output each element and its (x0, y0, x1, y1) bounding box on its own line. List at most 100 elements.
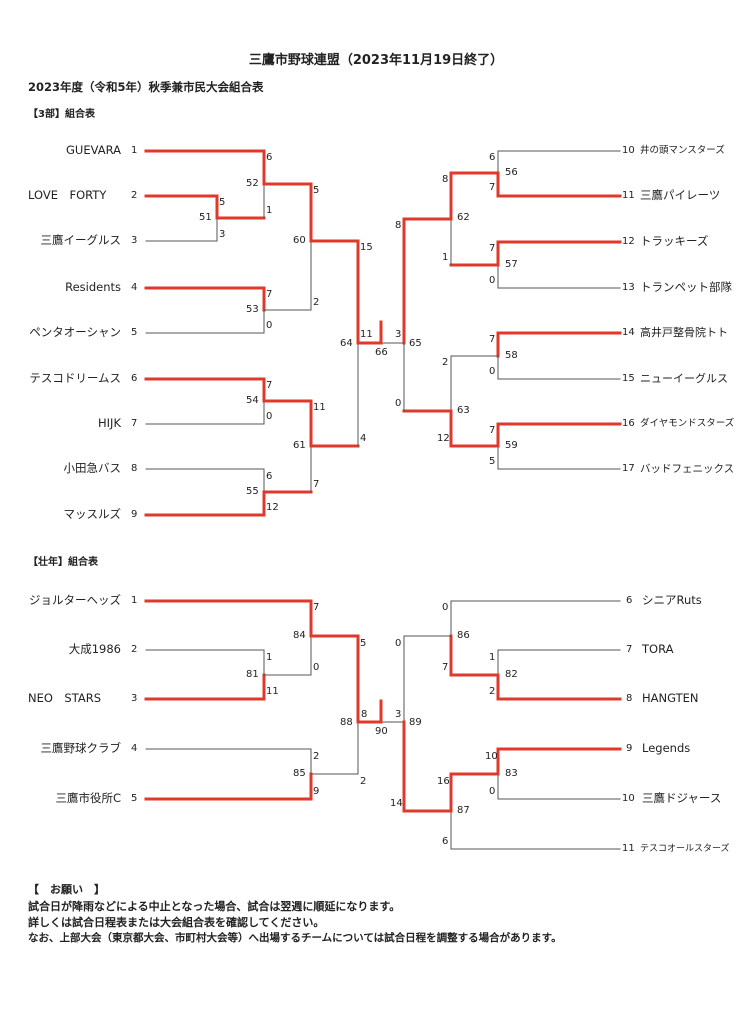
team-name: トランペット部隊 (640, 280, 732, 294)
team-seed: 9 (626, 743, 633, 754)
match-number: 53 (246, 304, 259, 315)
match-number: 52 (246, 178, 259, 189)
team-seed: 8 (131, 463, 138, 474)
team-name: HIJK (98, 416, 121, 430)
team-seed: 5 (131, 793, 138, 804)
score: 0 (489, 275, 496, 286)
match-number: 83 (505, 768, 518, 779)
team-seed: 11 (622, 843, 635, 854)
score: 15 (360, 242, 373, 253)
score: 7 (489, 182, 496, 193)
match-number: 61 (293, 440, 306, 451)
team-seed: 10 (622, 145, 635, 156)
team-name: GUEVARA (66, 143, 121, 157)
team-seed: 10 (622, 793, 635, 804)
team-name: Legends (642, 741, 691, 755)
score: 1 (489, 652, 496, 663)
match-number: 65 (409, 338, 422, 349)
score: 6 (266, 152, 273, 163)
team-seed: 7 (131, 418, 138, 429)
score: 14 (390, 798, 403, 809)
team-name: ニューイーグルス (640, 372, 728, 385)
score: 2 (313, 751, 320, 762)
team-name: テスコドリームス (29, 371, 121, 385)
score: 0 (489, 786, 496, 797)
notice-line: 試合日が降雨などによる中止となった場合、試合は翌週に順延になります。 (28, 900, 401, 913)
team-seed: 17 (622, 463, 635, 474)
team-name: 三鷹ドジャース (642, 791, 722, 805)
score: 1 (266, 652, 273, 663)
score: 7 (313, 602, 320, 613)
team-seed: 2 (131, 644, 138, 655)
match-number: 58 (505, 350, 518, 361)
score: 2 (489, 686, 496, 697)
team-name: 三鷹市役所C (55, 791, 121, 805)
team-name: Residents (65, 280, 121, 294)
score: 3 (395, 329, 402, 340)
score: 2 (360, 776, 367, 787)
team-seed: 15 (622, 373, 635, 384)
score: 3 (395, 709, 402, 720)
team-seed: 11 (622, 190, 635, 201)
team-seed: 7 (626, 644, 633, 655)
tournament-subtitle: 2023年度（令和5年）秋季兼市民大会組合表 (28, 80, 264, 94)
team-name: バッドフェニックス (640, 463, 735, 475)
match-number: 64 (340, 338, 353, 349)
team-name: 三鷹パイレーツ (640, 188, 721, 202)
team-name: テスコオールスターズ (640, 844, 730, 854)
match-number: 84 (293, 630, 306, 641)
score: 9 (313, 786, 320, 797)
score: 1 (266, 205, 273, 216)
notice-line: 詳しくは試合日程表または大会組合表を確認してください。 (28, 916, 325, 929)
score: 7 (442, 662, 449, 673)
team-seed: 6 (626, 595, 633, 606)
score: 11 (313, 402, 326, 413)
team-seed: 3 (131, 235, 138, 246)
match-number: 51 (199, 212, 212, 223)
score: 11 (360, 329, 373, 340)
score: 0 (266, 411, 273, 422)
match-number: 63 (457, 405, 470, 416)
score: 2 (442, 357, 449, 368)
team-seed: 4 (131, 743, 138, 754)
team-seed: 16 (622, 418, 635, 429)
match-number: 87 (457, 805, 470, 816)
team-name: 三鷹野球クラブ (40, 741, 122, 755)
team-name: TORA (642, 642, 674, 656)
score: 6 (266, 471, 273, 482)
match-number: 89 (409, 717, 422, 728)
div3-final-lines (356, 320, 405, 345)
score: 0 (489, 366, 496, 377)
score: 5 (219, 197, 226, 208)
team-name: LOVE FORTY (28, 188, 107, 202)
team-name: 三鷹イーグルス (40, 233, 122, 247)
score: 12 (266, 502, 279, 513)
score: 0 (395, 638, 402, 649)
team-name: マッスルズ (63, 507, 122, 521)
senior-left-lines (144, 599, 360, 801)
team-name: 小田急バス (63, 461, 122, 475)
score: 0 (313, 662, 320, 673)
team-seed: 4 (131, 282, 138, 293)
team-name: シニアRuts (642, 593, 702, 607)
score: 0 (442, 602, 449, 613)
division3-heading: 【3部】組合表 (28, 109, 95, 120)
score: 12 (437, 433, 450, 444)
senior-final-lines (356, 699, 405, 724)
score: 2 (313, 297, 320, 308)
senior-heading: 【壮年】組合表 (28, 557, 98, 568)
score: 3 (219, 229, 226, 240)
team-name: NEO STARS (28, 691, 102, 705)
score: 10 (485, 751, 498, 762)
page-title: 三鷹市野球連盟（2023年11月19日終了） (248, 53, 504, 68)
team-name: HANGTEN (642, 691, 699, 705)
score: 5 (313, 185, 320, 196)
team-name: 高井戸整骨院トト (640, 326, 728, 339)
team-name: ペンタオーシャン (29, 325, 121, 339)
notice-heading: 【 お願い 】 (28, 883, 105, 896)
match-number: 55 (246, 486, 259, 497)
score: 7 (489, 334, 496, 345)
match-number: 62 (457, 212, 470, 223)
match-number: 90 (375, 726, 388, 737)
